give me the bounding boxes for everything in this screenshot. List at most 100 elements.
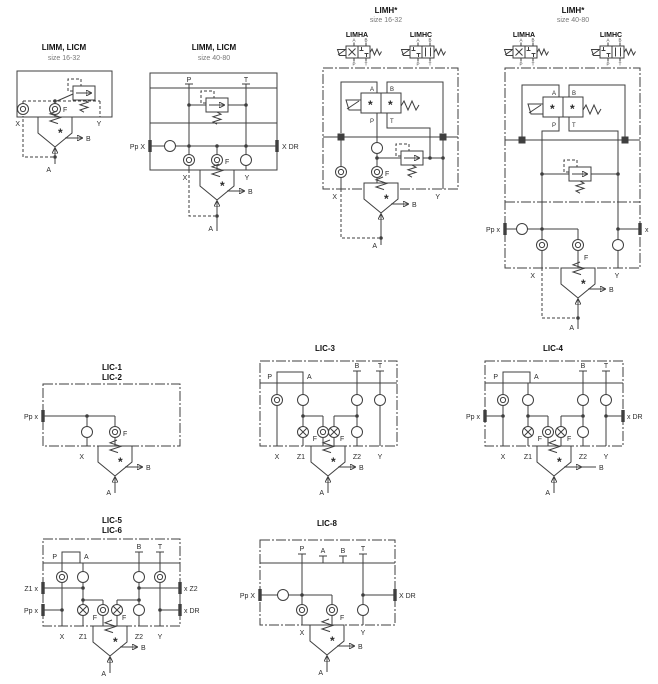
piping — [260, 370, 397, 446]
double-orifice-icon — [371, 166, 383, 178]
port-label-t: T — [361, 546, 366, 553]
piping — [43, 415, 116, 446]
orifice-icon — [133, 571, 145, 583]
diagram-title-2: LIC-6 — [102, 526, 123, 535]
double-orifice-icon — [335, 166, 347, 178]
port-label-x: X — [183, 175, 188, 182]
port-plug-icon — [638, 223, 642, 235]
cartridge-poppet-valve — [364, 177, 408, 230]
port-label-f: F — [584, 255, 588, 262]
diagram-title: LIC-8 — [317, 519, 338, 528]
port-label-a: A — [208, 226, 213, 233]
double-orifice-icon — [154, 571, 166, 583]
double-orifice-icon — [271, 394, 283, 406]
port-plug-icon — [503, 223, 507, 235]
port-plug-icon — [178, 604, 182, 616]
port-label-a-top: A — [307, 374, 312, 381]
port-plug-icon — [41, 604, 45, 616]
orifice-icon — [351, 394, 363, 406]
cartridge-poppet-valve — [561, 262, 605, 315]
crossed-orifice-icon — [522, 426, 534, 438]
pilot-valve — [527, 88, 602, 130]
port-label-f: F — [225, 159, 229, 166]
variant-label-limhc: LIMHC — [600, 32, 622, 39]
port-label-f2: F — [340, 436, 344, 443]
orifice-icon — [357, 604, 369, 616]
port-plug-icon — [621, 410, 625, 422]
diagram-title: LIMM, LICM — [192, 43, 237, 52]
port-label-x: X — [501, 454, 506, 461]
port-label-a: A — [545, 490, 550, 497]
port-label-f: F — [123, 431, 127, 438]
port-label-x: X — [15, 121, 20, 128]
orifice-icon — [577, 426, 589, 438]
crossed-orifice-icon — [555, 426, 567, 438]
double-orifice-icon — [317, 426, 329, 438]
crossed-orifice-icon — [297, 426, 309, 438]
diagram-subtitle: size 16-32 — [370, 17, 402, 24]
port-label-f1: F — [313, 436, 317, 443]
port-label-z2-side: x Z2 — [184, 586, 198, 593]
diagram-subtitle: size 16-32 — [48, 55, 80, 62]
port-label-x: X — [60, 634, 65, 641]
port-label-z1: Z1 — [79, 634, 87, 641]
port-label-a: A — [101, 671, 106, 678]
variant-label-limha: LIMHA — [346, 32, 368, 39]
port-plug-icon — [148, 140, 152, 152]
port-plug-icon — [41, 410, 45, 422]
diagram-title: LIC-4 — [543, 344, 564, 353]
cartridge-poppet-valve — [537, 440, 581, 493]
port-label-a-top: A — [534, 374, 539, 381]
port-label-x: X — [530, 273, 535, 280]
solenoid-valve-icon-limhc — [401, 37, 446, 67]
port-label-a: A — [319, 490, 324, 497]
orifice-icon — [77, 571, 89, 583]
plug-icon — [439, 133, 447, 141]
diagram-lic-4: LIC-4 P A B T Pp x x DR F F X Z1 Z2 Y B … — [466, 344, 643, 497]
port-label-b-top: B — [137, 544, 142, 551]
port-label-dr: x DR — [627, 414, 643, 421]
plug-icon — [518, 136, 526, 144]
plug-icon — [337, 133, 345, 141]
pressure-relief-valve — [68, 79, 95, 112]
double-orifice-icon — [572, 239, 584, 251]
cartridge-poppet-valve — [311, 440, 355, 493]
diagram-limm-licm-40-80: LIMM, LICM size 40-80 P T Pp X X DR F X … — [130, 43, 299, 233]
port-label-b-top: B — [341, 548, 346, 555]
diagram-lic-3: LIC-3 P A B T F F X Z1 Z2 Y B A — [259, 344, 398, 497]
orifice-icon — [240, 154, 252, 166]
port-label-f: F — [340, 615, 344, 622]
port-plug-icon — [483, 410, 487, 422]
piping — [43, 551, 180, 626]
diagram-lic-1-2: LIC-1 LIC-2 Pp x F X B A — [24, 363, 181, 497]
port-plug-icon — [178, 582, 182, 594]
port-label-t: T — [378, 363, 383, 370]
orifice-icon — [133, 604, 145, 616]
double-orifice-icon — [109, 426, 121, 438]
orifice-icon — [351, 426, 363, 438]
double-orifice-icon — [183, 154, 195, 166]
port-label-a: A — [318, 670, 323, 677]
port-label-z2: Z2 — [353, 454, 361, 461]
cartridge-poppet-valve — [38, 111, 82, 164]
port-label-x: X — [275, 454, 280, 461]
double-orifice-icon — [56, 571, 68, 583]
port-label-pp: Pp x — [466, 414, 481, 421]
pilot-valve — [345, 84, 420, 126]
port-label-t: T — [604, 363, 609, 370]
port-label-pp: Pp x — [486, 227, 501, 234]
crossed-orifice-icon — [328, 426, 340, 438]
orifice-icon — [164, 140, 176, 152]
variant-label-limhc: LIMHC — [410, 32, 432, 39]
port-plug-icon — [41, 582, 45, 594]
port-label-z1: Z1 — [524, 454, 532, 461]
port-label-y: Y — [604, 454, 609, 461]
solenoid-valve-icon-limhc — [591, 37, 636, 67]
port-label-p: P — [267, 374, 272, 381]
port-label-pp: Pp X — [130, 144, 146, 151]
port-label-a: A — [106, 490, 111, 497]
orifice-icon — [600, 394, 612, 406]
port-label-t: T — [244, 77, 249, 84]
port-label-p: P — [187, 77, 192, 84]
